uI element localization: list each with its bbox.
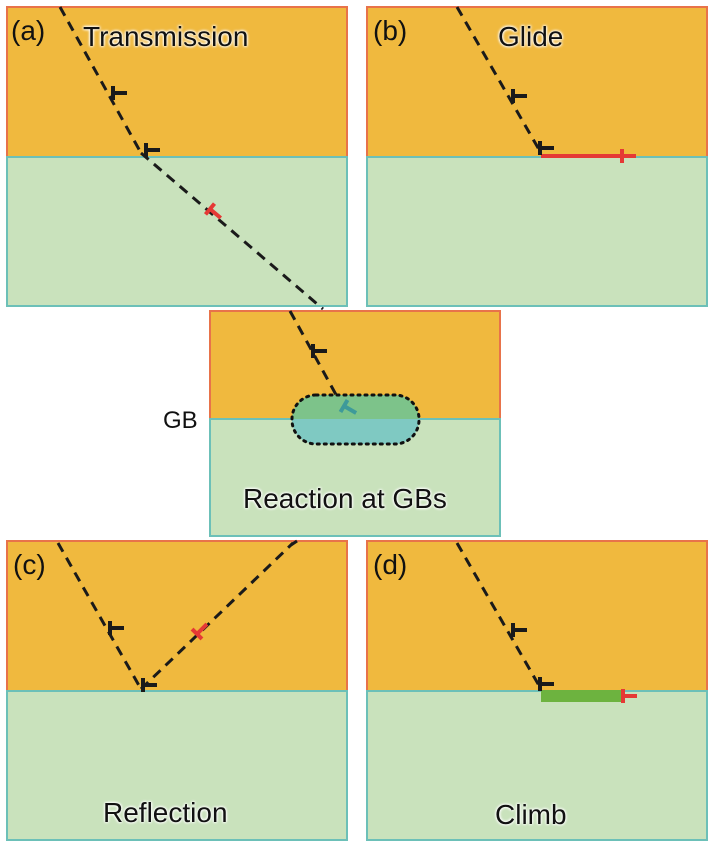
panel-reflection: (c) Reflection — [6, 540, 348, 841]
panel-tag: (a) — [11, 15, 46, 46]
lower-grain — [6, 690, 348, 841]
edge-dislocation-icon — [511, 623, 527, 637]
panel-title: Glide — [498, 21, 564, 52]
slip-path-incoming — [56, 542, 143, 690]
upper-grain — [6, 6, 348, 158]
panel-title: Climb — [495, 799, 567, 830]
lower-grain — [366, 690, 708, 841]
edge-dislocation-icon — [311, 344, 327, 358]
reaction-zone — [290, 393, 421, 446]
panel-b-graphic — [366, 6, 708, 307]
edge-dislocation-icon — [538, 141, 554, 155]
slip-path-reflected — [139, 541, 295, 691]
edge-dislocation-icon — [203, 202, 223, 220]
panel-title: Reflection — [103, 797, 228, 828]
edge-dislocation-icon — [620, 149, 636, 163]
edge-dislocation-icon — [338, 398, 358, 415]
panel-d-graphic — [366, 540, 708, 841]
edge-dislocation-icon — [190, 622, 209, 641]
panel-tag: (b) — [373, 15, 408, 46]
slip-path-transmitted — [140, 151, 324, 311]
panel-title: Reaction at GBs — [243, 483, 447, 514]
panel-c-graphic — [6, 540, 348, 841]
climb-segment — [541, 690, 621, 702]
edge-dislocation-icon — [144, 143, 160, 157]
edge-dislocation-icon — [538, 677, 554, 691]
edge-dislocation-icon — [108, 621, 124, 635]
panel-a-graphic — [6, 6, 348, 307]
panel-tag: (d) — [373, 549, 408, 580]
edge-dislocation-icon — [141, 678, 157, 692]
panel-tag: (c) — [13, 549, 46, 580]
lower-grain — [366, 156, 708, 307]
edge-dislocation-icon — [621, 689, 637, 703]
panel-title: Transmission — [83, 21, 249, 52]
edge-dislocation-icon — [111, 86, 127, 100]
gb-label: GB — [163, 407, 198, 434]
panel-transmission: (a) Transmission — [6, 6, 348, 307]
slip-path-incoming — [455, 542, 543, 690]
slip-path-incoming — [288, 310, 347, 412]
upper-grain — [366, 6, 708, 158]
upper-grain — [366, 540, 708, 692]
upper-grain — [6, 540, 348, 692]
edge-dislocation-icon — [511, 89, 527, 103]
slip-path-incoming — [58, 6, 143, 154]
slip-path-incoming — [455, 6, 543, 154]
panel-glide: (b) Glide — [366, 6, 708, 307]
panel-climb: (d) Climb — [366, 540, 708, 841]
